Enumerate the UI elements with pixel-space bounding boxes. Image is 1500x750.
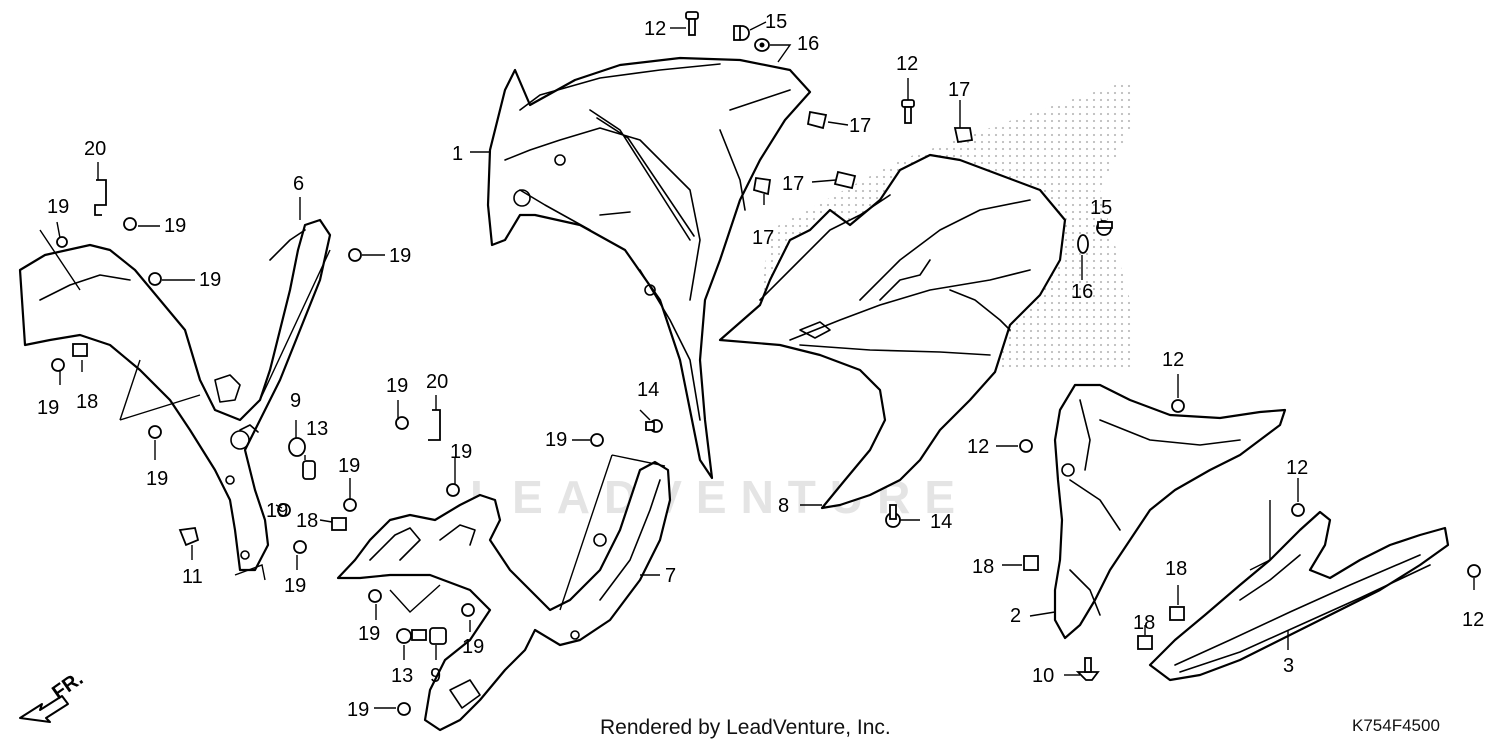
callout-6: 6: [293, 173, 304, 195]
callout-12: 12: [896, 53, 918, 75]
callout-20: 20: [84, 138, 106, 160]
callout-19: 19: [338, 455, 360, 477]
diagram-code: K754F4500: [1352, 716, 1440, 735]
callout-19: 19: [47, 196, 69, 218]
front-direction-arrow: [19, 695, 69, 723]
callout-18: 18: [1165, 558, 1187, 580]
callout-18: 18: [972, 556, 994, 578]
upper-cowl-part[interactable]: [486, 56, 812, 480]
callout-16: 16: [797, 33, 819, 55]
callout-17: 17: [948, 79, 970, 101]
callout-14: 14: [930, 511, 952, 533]
callout-10: 10: [1032, 665, 1054, 687]
side-cowl-part[interactable]: [718, 153, 1067, 510]
callout-19: 19: [347, 699, 369, 721]
callout-17: 17: [782, 173, 804, 195]
callout-19: 19: [450, 441, 472, 463]
callout-7: 7: [665, 565, 676, 587]
callout-18: 18: [296, 510, 318, 532]
callout-19: 19: [386, 375, 408, 397]
render-credit: Rendered by LeadVenture, Inc.: [600, 716, 891, 739]
left-inner-panel-part[interactable]: [18, 218, 332, 572]
callout-3: 3: [1283, 655, 1294, 677]
leader-lines: [39, 21, 1475, 709]
under-cowl-part[interactable]: [1148, 510, 1450, 682]
callout-19: 19: [389, 245, 411, 267]
callout-13: 13: [306, 418, 328, 440]
callout-17: 17: [752, 227, 774, 249]
callout-19: 19: [146, 468, 168, 490]
callout-17: 17: [849, 115, 871, 137]
callout-15: 15: [1090, 197, 1112, 219]
callout-18: 18: [1133, 612, 1155, 634]
callout-13: 13: [391, 665, 413, 687]
callout-12: 12: [644, 18, 666, 40]
callout-labels: 1 2 3 6 7 8 9 9 10 11 12 12 12 12 12 12 …: [37, 11, 1484, 721]
callout-9: 9: [290, 390, 301, 412]
callout-11: 11: [182, 566, 203, 588]
callout-19: 19: [462, 636, 484, 658]
callout-14: 14: [637, 379, 659, 401]
callout-8: 8: [778, 495, 789, 517]
callout-15: 15: [765, 11, 787, 33]
right-inner-panel-part[interactable]: [336, 460, 672, 732]
callout-19: 19: [199, 269, 221, 291]
callout-19: 19: [358, 623, 380, 645]
callout-19: 19: [545, 429, 567, 451]
lower-cowl-part[interactable]: [1053, 383, 1287, 640]
callout-19: 19: [284, 575, 306, 597]
callout-12: 12: [1462, 609, 1484, 631]
callout-16: 16: [1071, 281, 1093, 303]
front-direction-label: FR.: [48, 668, 87, 705]
callout-12: 12: [967, 436, 989, 458]
callout-1: 1: [452, 143, 463, 165]
callout-12: 12: [1286, 457, 1308, 479]
callout-20: 20: [426, 371, 448, 393]
callout-18: 18: [76, 391, 98, 413]
callout-12: 12: [1162, 349, 1184, 371]
callout-19: 19: [164, 215, 186, 237]
callout-19: 19: [37, 397, 59, 419]
callout-19: 19: [266, 500, 288, 522]
callout-9: 9: [430, 665, 441, 687]
callout-2: 2: [1010, 605, 1021, 627]
